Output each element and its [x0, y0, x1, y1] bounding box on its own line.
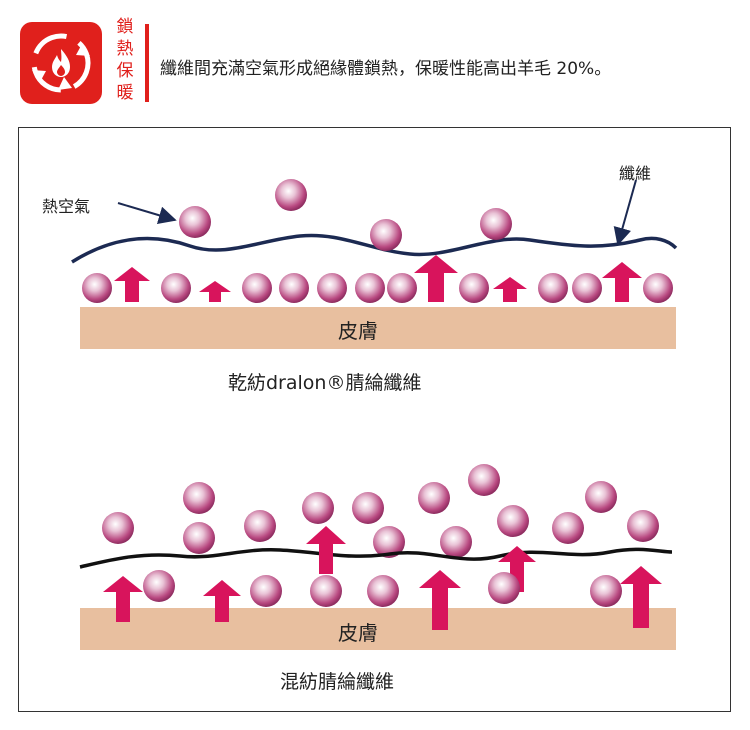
air-molecule [459, 273, 489, 303]
label-hot-air: 熱空氣 [42, 197, 91, 216]
skin-layer-top [80, 307, 676, 349]
air-molecule [242, 273, 272, 303]
heat-arrows-top [114, 255, 642, 302]
heat-arrow [414, 255, 458, 302]
heat-arrow [498, 546, 536, 592]
air-molecule [244, 510, 276, 542]
air-molecule [102, 512, 134, 544]
air-molecule [183, 482, 215, 514]
air-molecule [355, 273, 385, 303]
air-molecule [585, 481, 617, 513]
air-molecule [279, 273, 309, 303]
air-molecule [179, 206, 211, 238]
air-molecule [183, 522, 215, 554]
heat-arrow [620, 566, 662, 628]
air-molecule [468, 464, 500, 496]
air-molecule [317, 273, 347, 303]
badge-char: 鎖 [116, 17, 134, 37]
air-molecule [302, 492, 334, 524]
air-molecule [373, 526, 405, 558]
caption-bottom: 混紡腈綸纖維 [280, 671, 395, 693]
heat-arrow [306, 526, 346, 574]
heat-arrow [114, 267, 150, 302]
air-molecule [310, 575, 342, 607]
air-molecule [572, 273, 602, 303]
heat-arrow [493, 277, 527, 302]
air-molecule [590, 575, 622, 607]
air-molecule [627, 510, 659, 542]
air-molecule [440, 526, 472, 558]
badge-char: 暖 [116, 83, 134, 103]
air-molecule [538, 273, 568, 303]
air-molecule [352, 492, 384, 524]
heat-arrow [199, 281, 231, 302]
badge-char: 保 [116, 61, 134, 81]
label-fiber: 纖維 [619, 164, 652, 183]
fiber-line-bottom [79, 547, 673, 569]
badge-char: 熱 [116, 39, 134, 59]
feature-badge: 鎖 熱 保 暖 [114, 16, 136, 104]
air-molecule [552, 512, 584, 544]
skin-label-bottom: 皮膚 [338, 621, 378, 645]
caption-top: 乾紡dralon®腈綸纖維 [228, 372, 422, 394]
air-molecule [387, 273, 417, 303]
air-molecule [275, 179, 307, 211]
air-molecules-top [82, 179, 673, 303]
air-molecule [497, 505, 529, 537]
air-molecules-bottom-upper [102, 464, 659, 558]
skin-layer-bottom [80, 608, 676, 650]
air-molecule [82, 273, 112, 303]
heat-arrow [419, 570, 461, 630]
heat-arrow [103, 576, 143, 622]
heat-arrow [203, 580, 241, 622]
air-molecule [161, 273, 191, 303]
pointer-arrow-fiber [613, 179, 637, 246]
recycle-flame-icon [20, 22, 102, 104]
air-molecules-bottom-lower [143, 570, 622, 607]
air-molecule [488, 572, 520, 604]
headline-text: 纖維間充滿空氣形成絕緣體鎖熱，保暖性能高出羊毛 20%。 [160, 59, 612, 79]
air-molecule [250, 575, 282, 607]
air-molecule [418, 482, 450, 514]
heat-arrow [602, 262, 642, 302]
diagram-frame [18, 127, 731, 712]
air-molecule [480, 208, 512, 240]
air-molecule [643, 273, 673, 303]
skin-label-top: 皮膚 [338, 319, 378, 343]
air-molecule [367, 575, 399, 607]
air-molecule [143, 570, 175, 602]
air-molecule [370, 219, 402, 251]
heat-arrows-bottom [103, 526, 662, 630]
pointer-arrow-hot-air [117, 202, 177, 224]
divider-bar [145, 24, 149, 102]
